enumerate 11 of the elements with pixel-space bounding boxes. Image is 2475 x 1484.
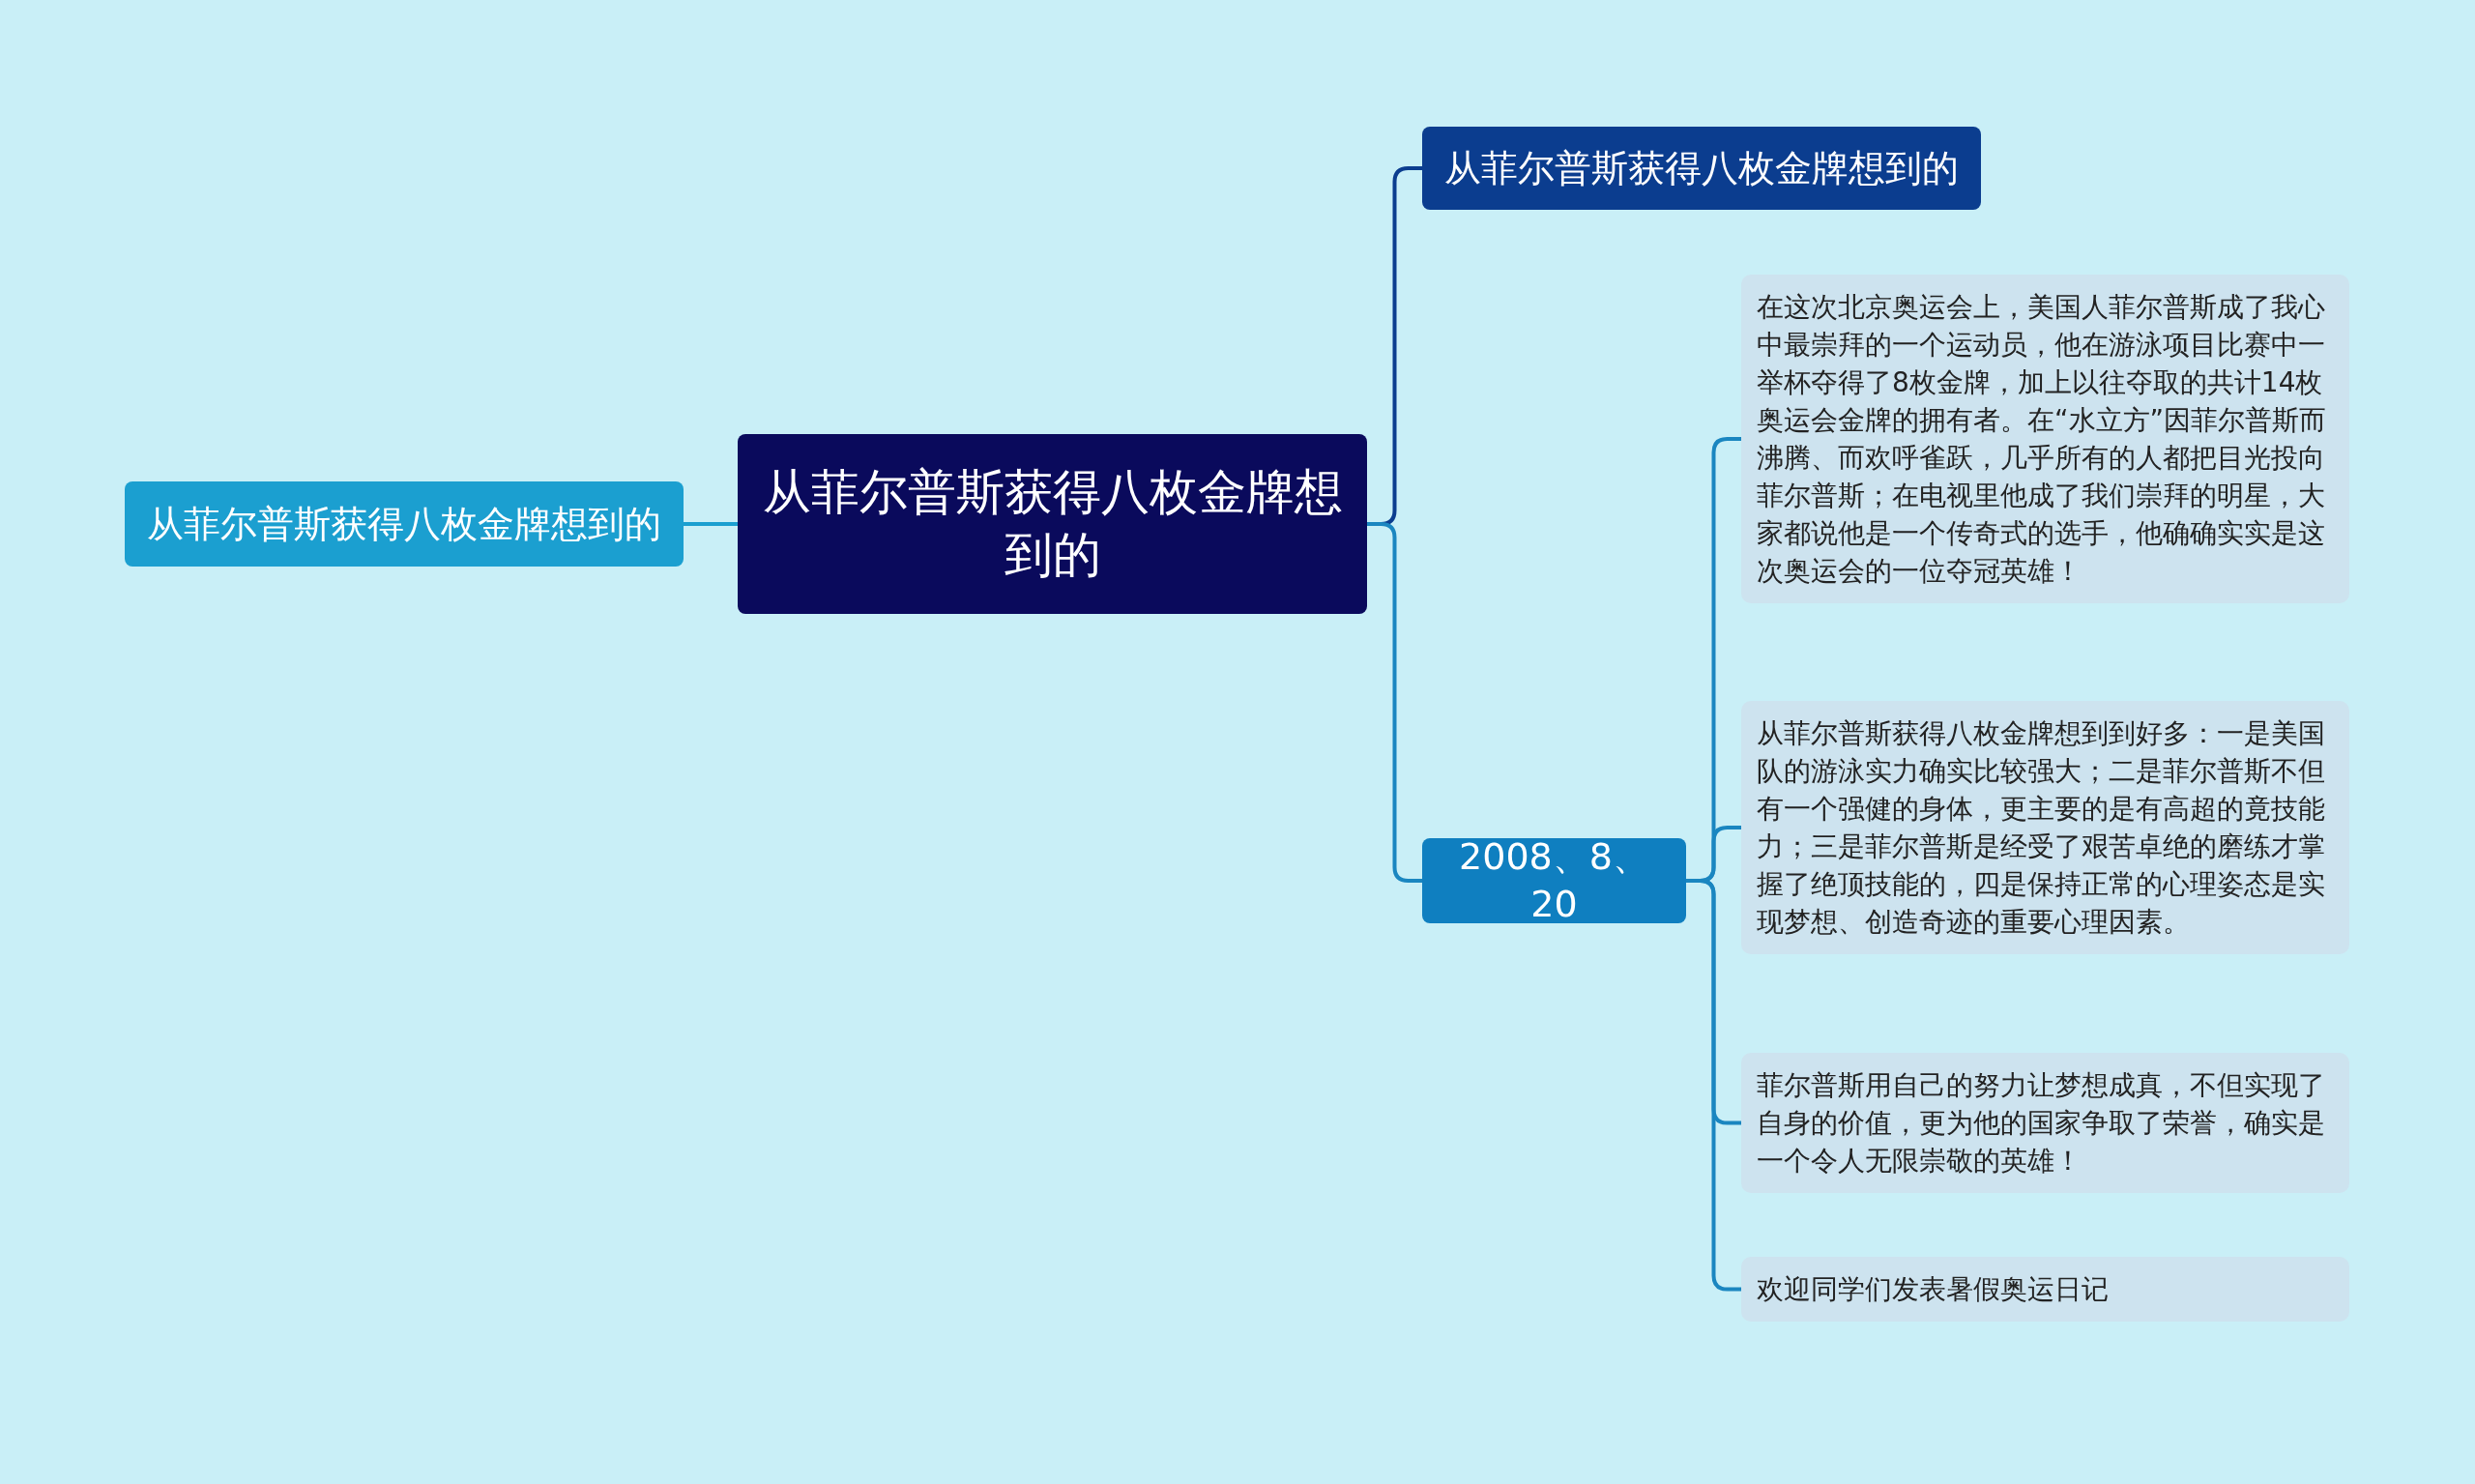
central-topic-box: 从菲尔普斯获得八枚金牌想到的 — [738, 434, 1367, 614]
topic-box: 从菲尔普斯获得八枚金牌想到的 — [1422, 127, 1981, 210]
topic-box: 从菲尔普斯获得八枚金牌想到的 — [125, 481, 684, 567]
note-box: 欢迎同学们发表暑假奥运日记 — [1741, 1257, 2349, 1322]
note-box: 从菲尔普斯获得八枚金牌想到到好多：一是美国队的游泳实力确实比较强大；二是菲尔普斯不但有一个强健的身体，更主要的是有高超的竟技能力；三是菲尔普斯是经受了艰苦卓绝的磨练才掌握了绝顶技能的，四是保持正常的心理姿态是实现梦想、创造奇迹的重要心理因素。 — [1741, 701, 2349, 954]
note-box: 菲尔普斯用自己的努力让梦想成真，不但实现了自身的价值，更为他的国家争取了荣誉，确实是一个令人无限崇敬的英雄！ — [1741, 1053, 2349, 1193]
connector-line — [1367, 522, 1422, 883]
note-box: 在这次北京奥运会上，美国人菲尔普斯成了我心中最崇拜的一个运动员，他在游泳项目比赛中一举杯夺得了8枚金牌，加上以往夺取的共计14枚奥运会金牌的拥有者。在“水立方”因菲尔普斯而沸腾、而欢呼雀跃，几乎所有的人都把目光投向菲尔普斯；在电视里他成了我们崇拜的明星，大家都说他是一个传奇式的选手，他确确实实是这次奥运会的一位夺冠英雄！ — [1741, 275, 2349, 603]
connector-line — [1686, 879, 1741, 1292]
connector-line — [684, 522, 738, 526]
topic-box: 2008、8、20 — [1422, 838, 1686, 923]
